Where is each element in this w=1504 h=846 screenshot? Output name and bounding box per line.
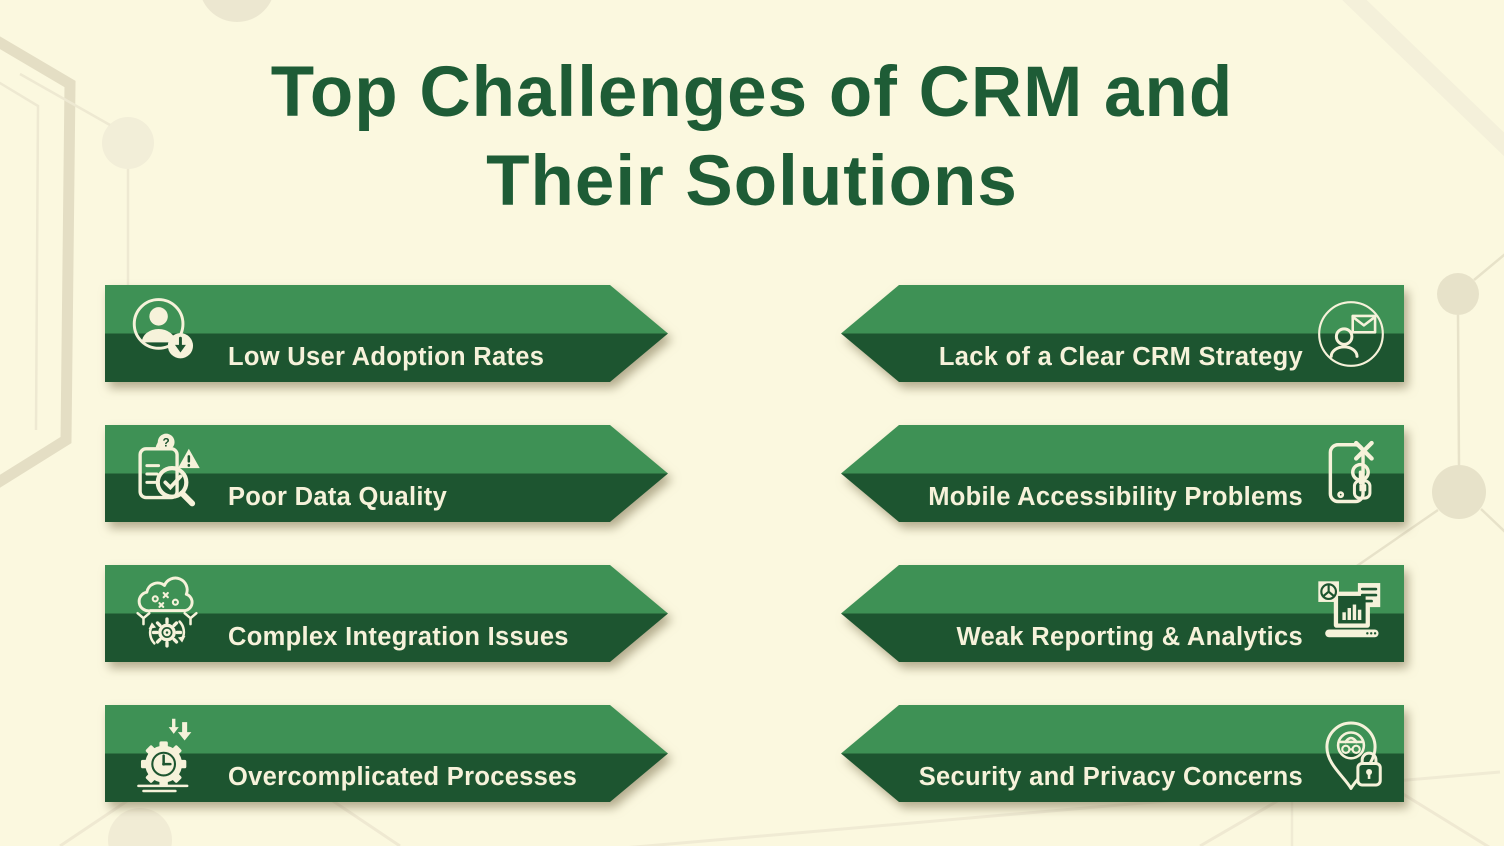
analytics-icon	[1318, 580, 1381, 637]
banner-security-privacy: Security and Privacy Concerns	[841, 705, 1404, 802]
banner-label: Low User Adoption Rates	[228, 343, 545, 372]
banner-arrow-shape: Security and Privacy Concerns	[841, 705, 1404, 802]
integration-icon	[125, 572, 209, 656]
banner-arrow-shape: Low User Adoption Rates	[105, 285, 668, 382]
process-clock-icon	[125, 712, 209, 796]
banner-low-user-adoption: Low User Adoption Rates	[105, 285, 668, 382]
banner-label: Mobile Accessibility Problems	[928, 483, 1303, 512]
banner-weak-reporting: Weak Reporting & Analytics	[841, 565, 1404, 662]
page-title: Top Challenges of CRM and Their Solution…	[0, 48, 1504, 227]
banner-label: Overcomplicated Processes	[228, 763, 578, 792]
page-title-line1: Top Challenges of CRM and	[270, 53, 1234, 132]
banner-label: Lack of a Clear CRM Strategy	[938, 343, 1303, 372]
banner-mobile-accessibility: Mobile Accessibility Problems	[841, 425, 1404, 522]
banner-arrow-shape: Weak Reporting & Analytics	[841, 565, 1404, 662]
banner-label: Security and Privacy Concerns	[918, 763, 1303, 792]
data-quality-icon: ?	[125, 432, 209, 516]
banner-overcomplicated-processes: Overcomplicated Processes	[105, 705, 668, 802]
banner-poor-data-quality: ? Poor Data Quality	[105, 425, 668, 522]
banner-arrow-shape: Overcomplicated Processes	[105, 705, 668, 802]
svg-text:?: ?	[163, 436, 170, 449]
banner-label: Poor Data Quality	[228, 483, 448, 512]
banner-label: Complex Integration Issues	[228, 623, 569, 652]
mobile-access-icon	[1328, 440, 1374, 503]
banner-crm-strategy: Lack of a Clear CRM Strategy	[841, 285, 1404, 382]
banner-arrow-shape: ? Poor Data Quality	[105, 425, 668, 522]
user-adoption-icon	[125, 292, 209, 376]
banner-arrow-shape: Lack of a Clear CRM Strategy	[841, 285, 1404, 382]
banner-label: Weak Reporting & Analytics	[956, 623, 1303, 652]
banner-complex-integration: Complex Integration Issues	[105, 565, 668, 662]
banner-arrow-shape: Mobile Accessibility Problems	[841, 425, 1404, 522]
security-privacy-icon	[1325, 721, 1382, 790]
crm-strategy-icon	[1318, 300, 1384, 367]
banner-arrow-shape: Complex Integration Issues	[105, 565, 668, 662]
page-title-line2: Their Solutions	[486, 142, 1018, 222]
